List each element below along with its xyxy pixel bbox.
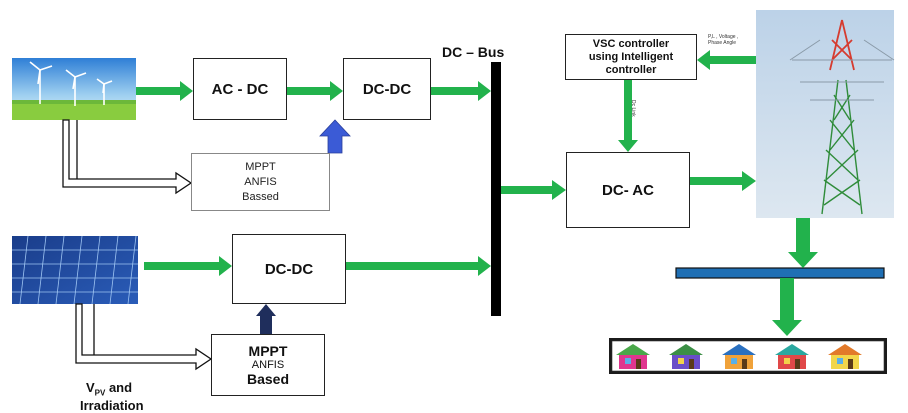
vpv-label-and: and (105, 380, 133, 395)
grid-signal-line2: Phase Angle (708, 40, 737, 46)
vpv-label: VPV and (86, 380, 132, 398)
irradiation-label: Irradiation (80, 398, 144, 413)
grid-signal-label: P,L , Voltage , Phase Angle (708, 34, 738, 46)
mppt-wind-line2: ANFIS (244, 175, 277, 188)
wind-mppt-control-arrow (319, 119, 351, 154)
dc-dc-converter-wind-block: DC-DC (343, 58, 431, 120)
transmission-tower-image (756, 10, 895, 218)
mppt-anfis-wind-block: MPPT ANFIS Bassed (191, 153, 330, 211)
grid-signal-line1: P,L , Voltage , (708, 34, 739, 40)
mppt-pv-line3: Based (246, 371, 290, 387)
grid-bus-bar (675, 267, 885, 279)
vsc-line1: VSC controller (592, 37, 670, 50)
vertical-signal-label: Dc Link (630, 100, 636, 117)
pv-mppt-control-arrow (256, 304, 276, 334)
dc-ac-inverter-block: DC- AC (566, 152, 690, 228)
dc-bus-bar (491, 62, 501, 316)
power-flow-arrows (136, 50, 818, 336)
vsc-controller-block: VSC controller using Intelligent control… (565, 34, 697, 80)
mppt-pv-line1: MPPT (248, 343, 288, 359)
solar-panel-image (12, 235, 138, 305)
measurement-arrows (62, 119, 213, 371)
mppt-wind-line3: Bassed (242, 190, 279, 203)
mppt-anfis-pv-block: MPPT ANFIS Based (211, 334, 325, 396)
houses-load (609, 338, 887, 374)
vpv-label-sub: PV (94, 388, 106, 398)
vpv-label-v: V (86, 380, 95, 395)
vsc-line2: using Intelligent (588, 50, 674, 63)
mppt-wind-line1: MPPT (245, 160, 276, 173)
vsc-line3: controller (605, 63, 657, 76)
wind-turbine-image (12, 58, 136, 120)
ac-dc-converter-block: AC - DC (193, 58, 287, 120)
dc-dc-converter-pv-block: DC-DC (232, 234, 346, 304)
mppt-pv-line2: ANFIS (251, 359, 285, 371)
dc-bus-label: DC – Bus (442, 44, 505, 60)
